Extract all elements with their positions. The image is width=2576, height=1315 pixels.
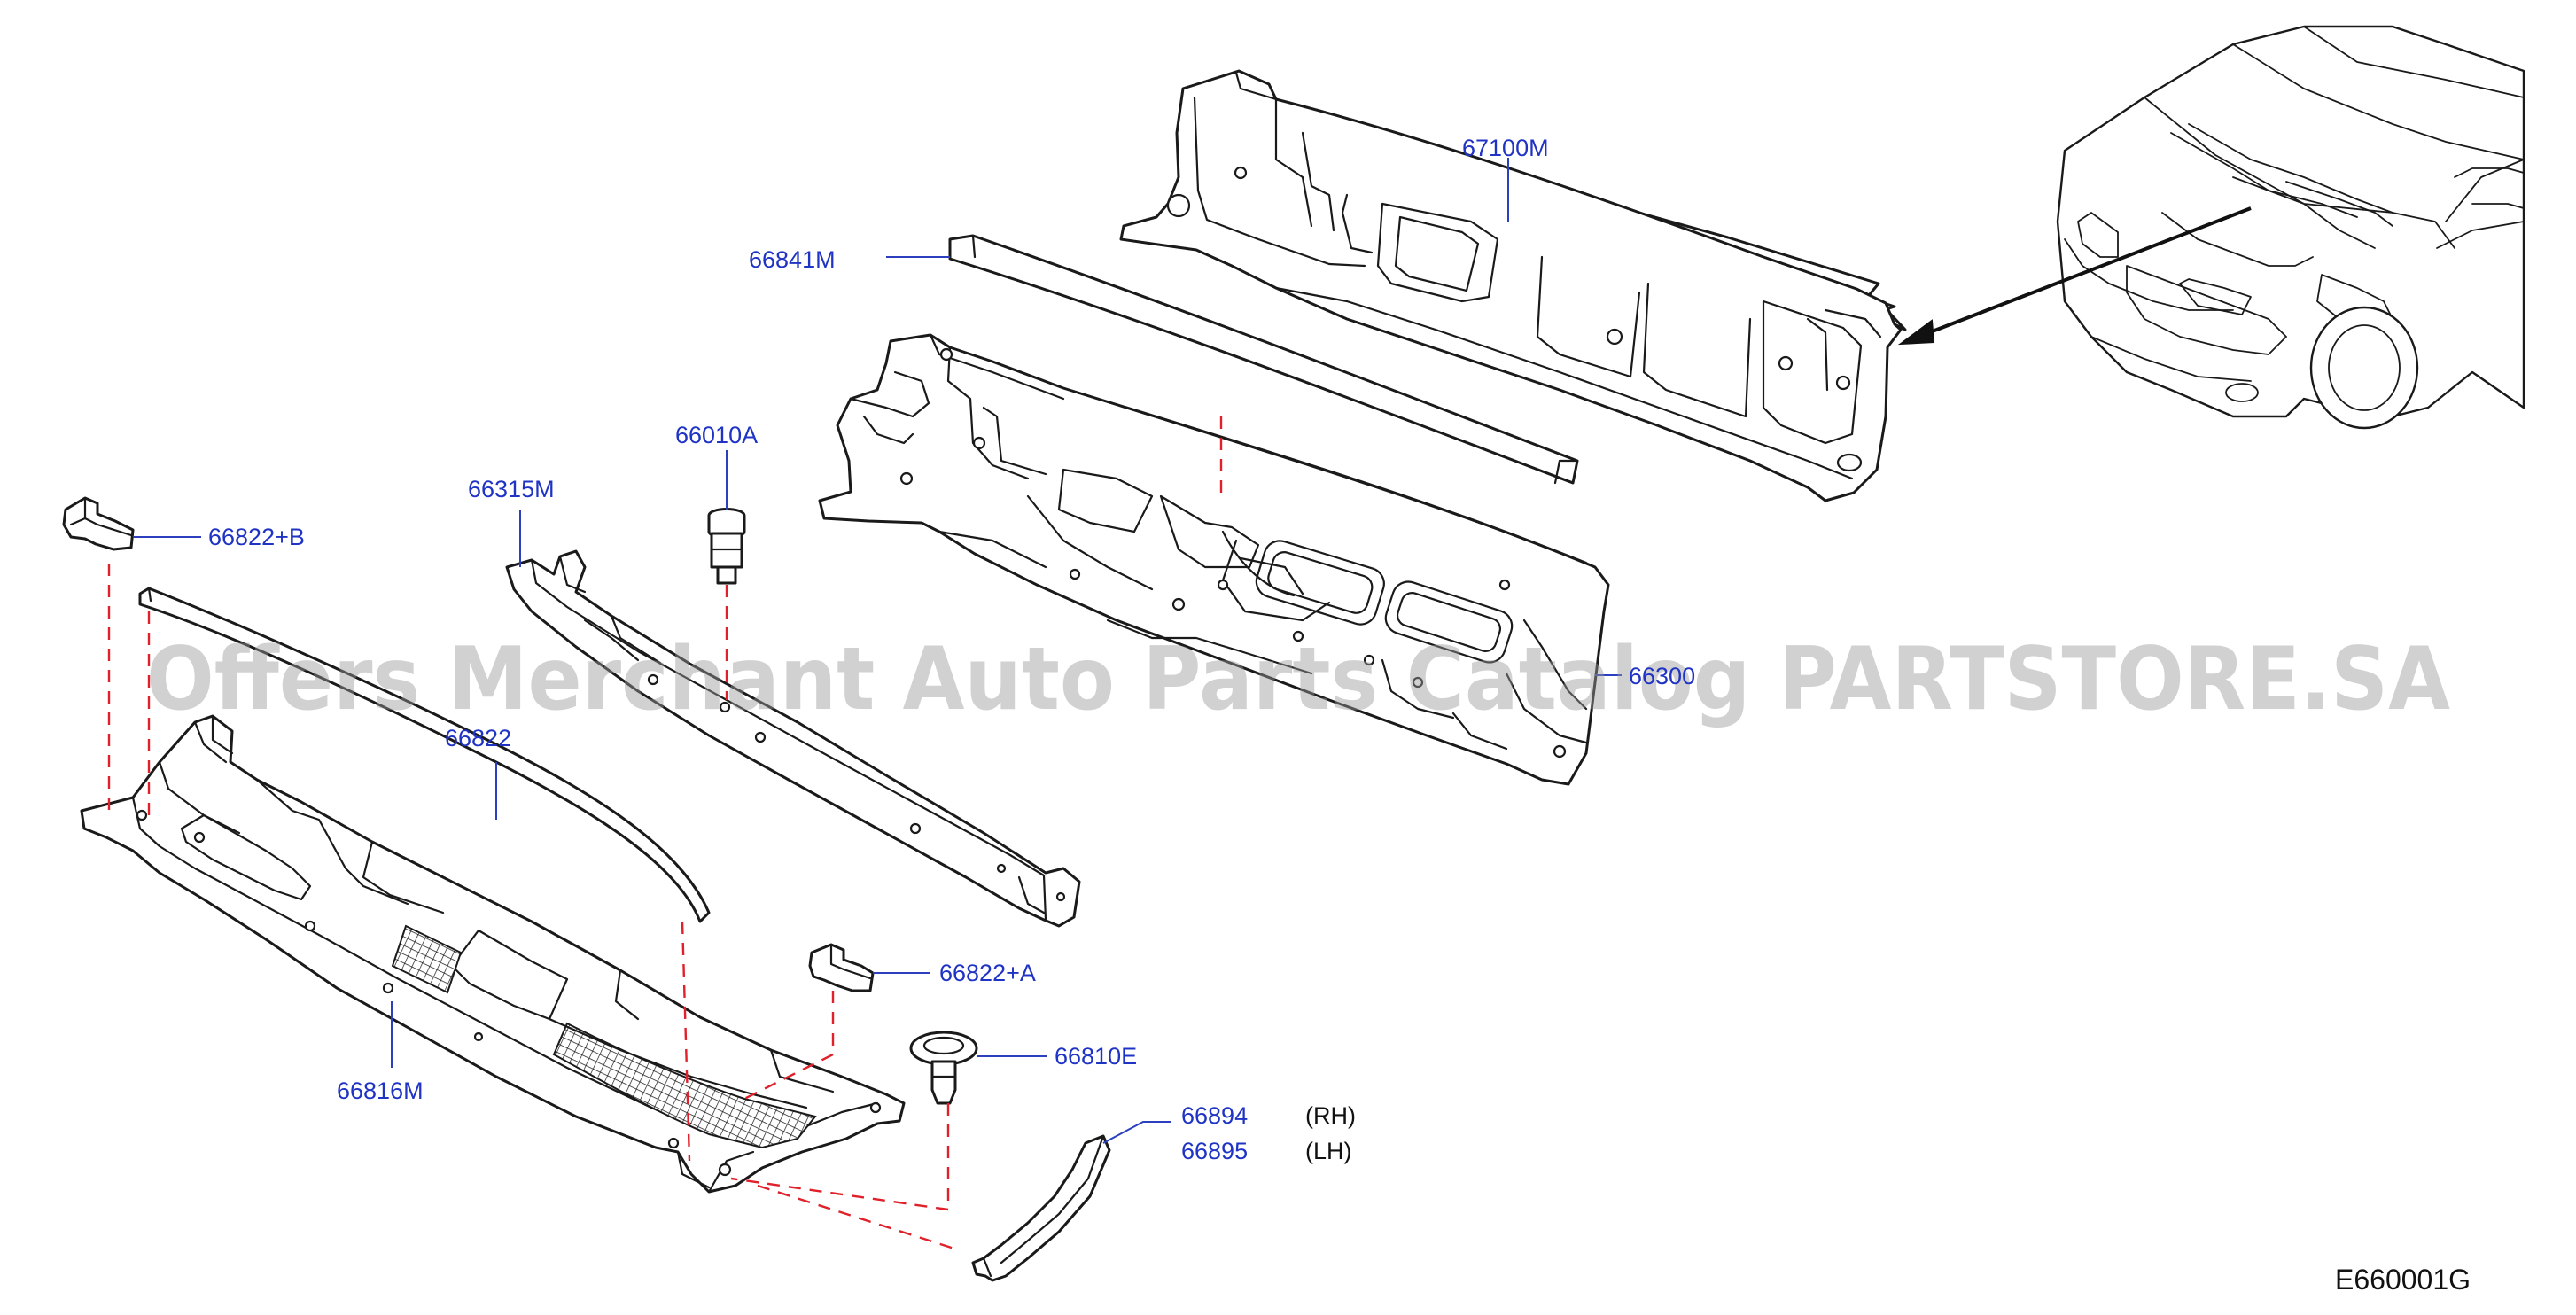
part-labels: 67100M 66841M 66010A 66315M 66822+B 6682…: [208, 135, 1695, 1164]
label-66315M[interactable]: 66315M: [468, 476, 555, 502]
weatherstrip-66822[interactable]: [138, 587, 711, 923]
leader-lines: [133, 158, 1622, 1144]
cowl-top-panel-67100M[interactable]: [1119, 69, 1907, 502]
label-66822-plus-b[interactable]: 66822+B: [208, 524, 305, 550]
label-67100M[interactable]: 67100M: [1462, 135, 1549, 161]
label-66822[interactable]: 66822: [445, 725, 511, 751]
cowl-top-cover-66816M[interactable]: [80, 714, 906, 1194]
clip-66822-plus-b[interactable]: [62, 496, 135, 551]
seal-strip-66841M[interactable]: [948, 234, 1579, 485]
push-clip-66810E[interactable]: [909, 1031, 978, 1105]
label-66010A[interactable]: 66010A: [675, 422, 758, 448]
label-66810E[interactable]: 66810E: [1055, 1043, 1137, 1070]
grommet-66010A[interactable]: [707, 508, 746, 585]
assembly-guides: [107, 416, 1223, 1251]
reinforcement-66315M[interactable]: [505, 549, 1081, 928]
label-66300[interactable]: 66300: [1629, 663, 1695, 689]
clip-66822-plus-a[interactable]: [808, 943, 875, 992]
label-66895-side: (LH): [1305, 1138, 1352, 1164]
label-66894[interactable]: 66894: [1181, 1102, 1248, 1129]
label-66894-side: (RH): [1305, 1102, 1356, 1129]
label-66822-plus-a[interactable]: 66822+A: [939, 960, 1036, 986]
side-seal-66894-66895[interactable]: [971, 1134, 1111, 1282]
cowl-top-lower-66300[interactable]: [818, 333, 1610, 786]
watermark-text: Offers Merchant Auto Parts Catalog PARTS…: [146, 629, 2450, 730]
vehicle-sketch: [2056, 25, 2525, 430]
label-66895[interactable]: 66895: [1181, 1138, 1248, 1164]
diagram-code: E660001G: [2335, 1264, 2471, 1296]
location-arrow: [1897, 206, 2252, 346]
label-66816M[interactable]: 66816M: [337, 1078, 424, 1104]
label-66841M[interactable]: 66841M: [749, 246, 836, 273]
